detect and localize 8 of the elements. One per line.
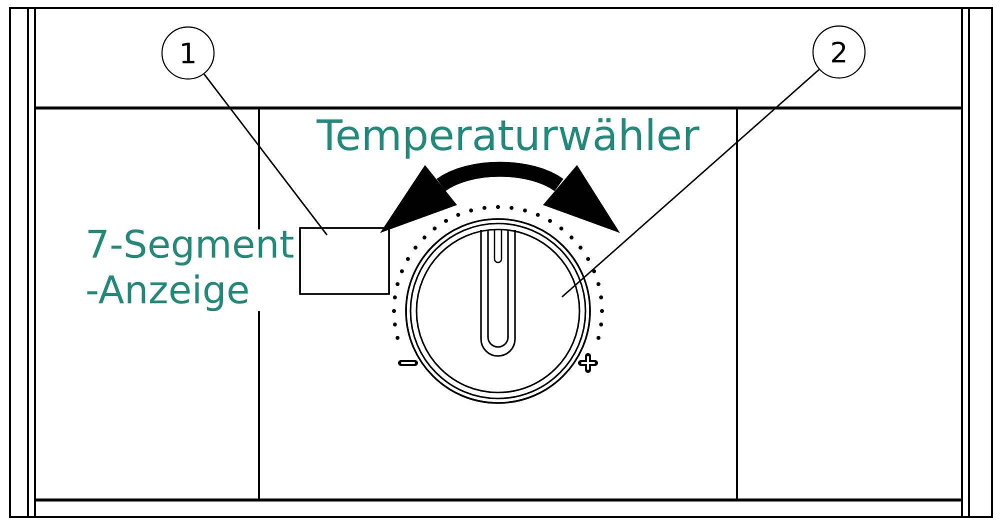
part-label: Temperaturwähler [316,118,700,159]
display-box [299,227,390,295]
callout-number: 1 [161,26,215,80]
leader-line [204,74,328,236]
callout-number: 2 [812,25,866,79]
leader-line [562,69,820,298]
dial-knob [405,218,591,404]
part-label: 7-Segment -Anzeige [85,229,298,312]
